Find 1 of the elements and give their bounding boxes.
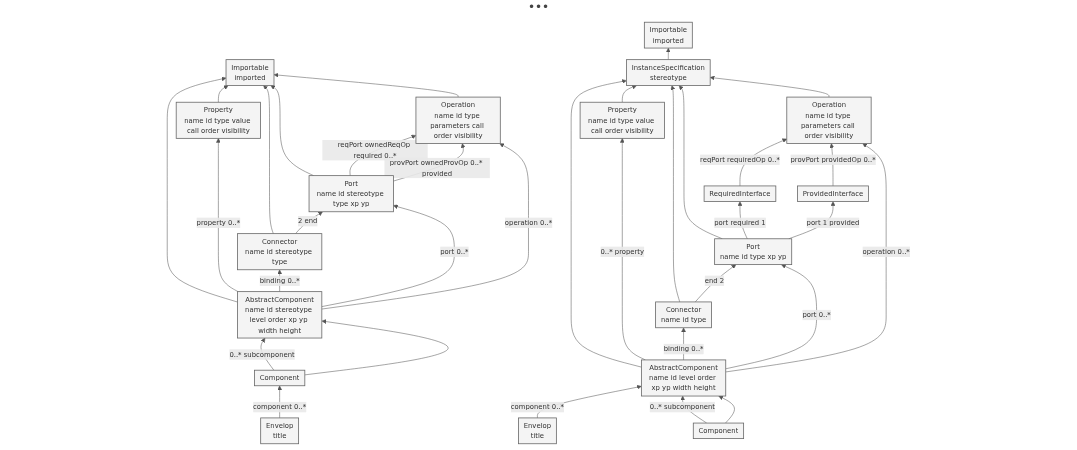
ellipsis-mark: ••• bbox=[527, 0, 550, 14]
